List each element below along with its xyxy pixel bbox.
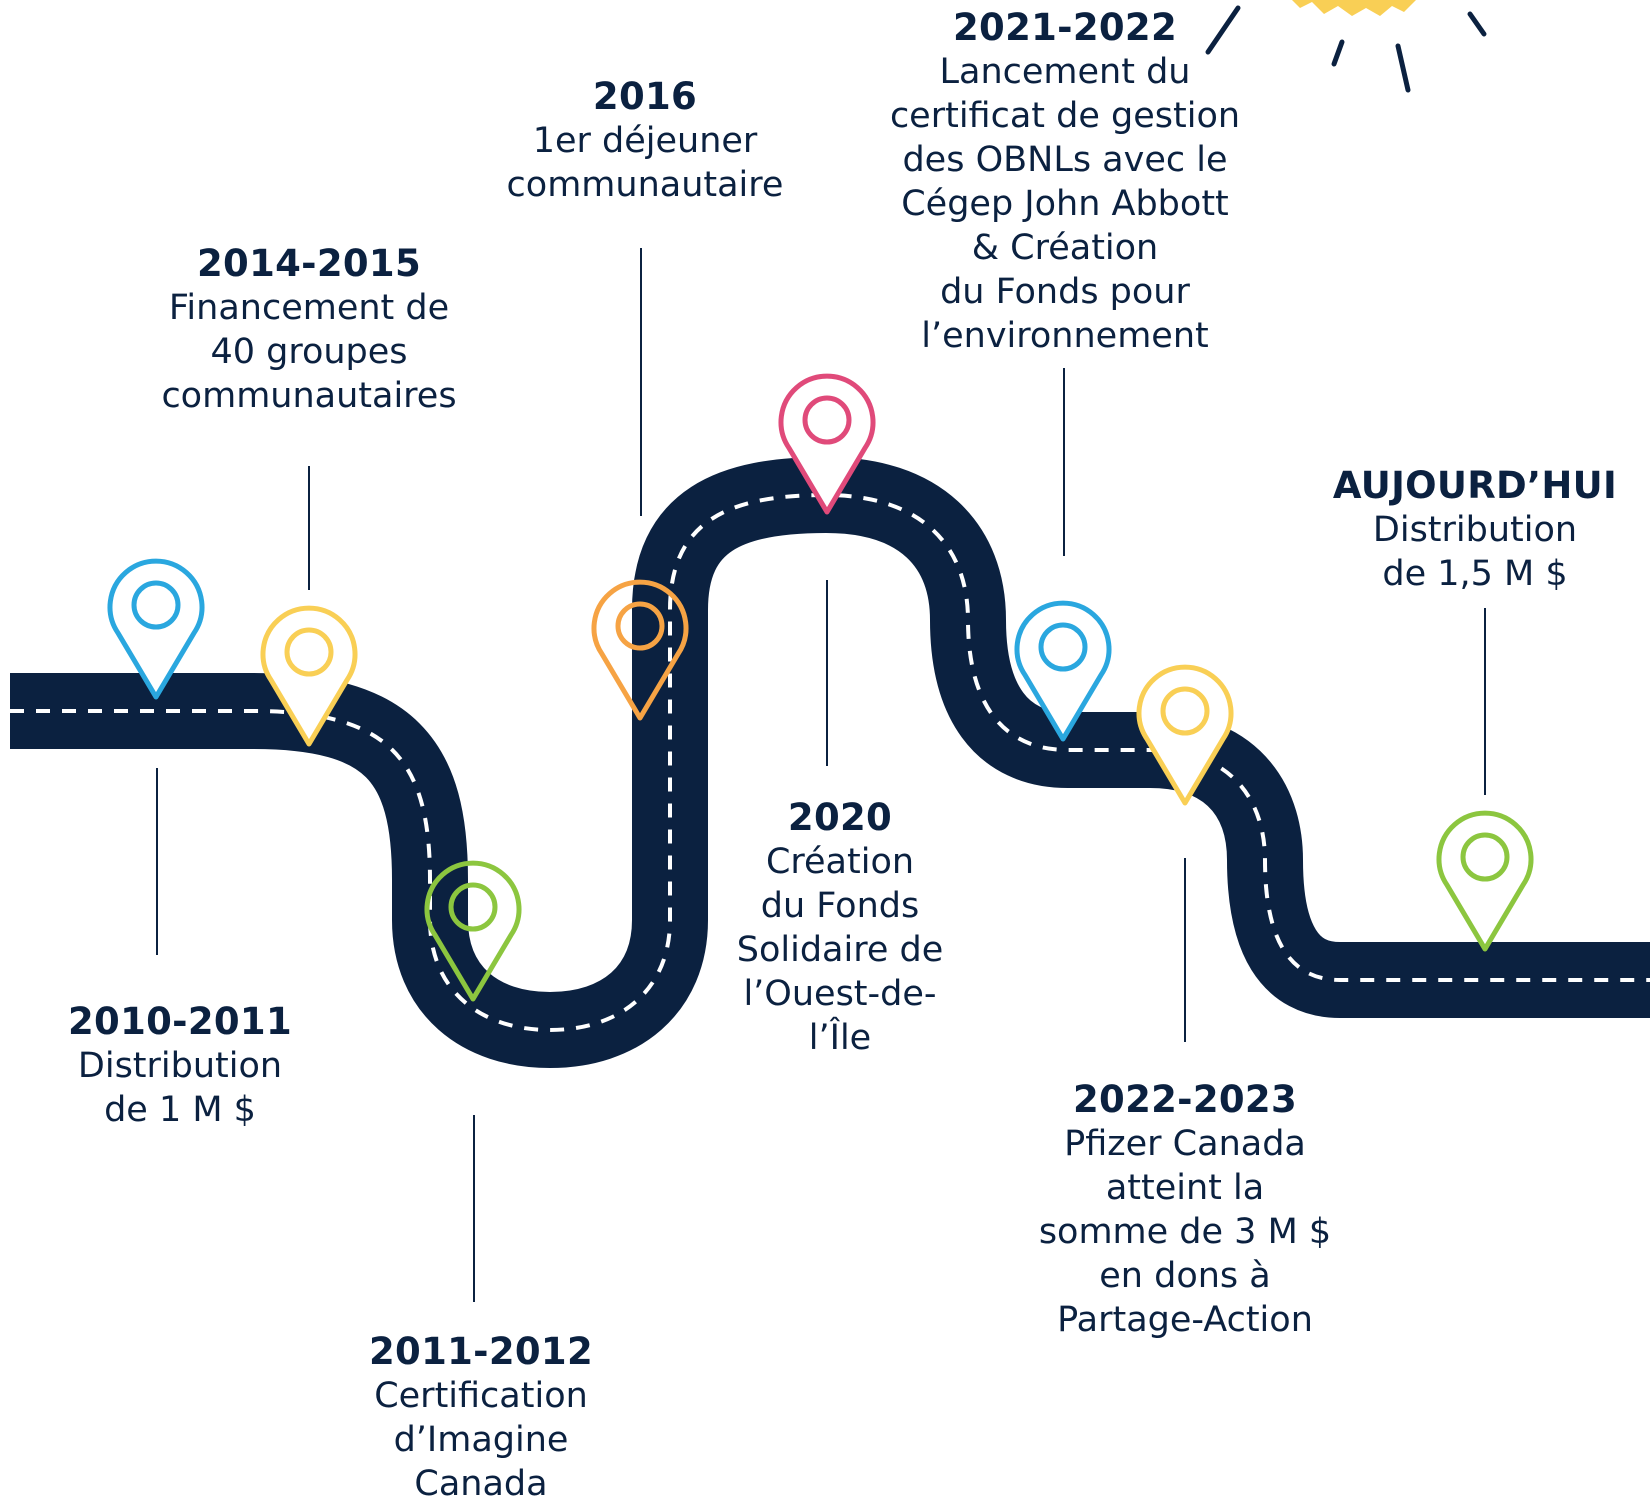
sun-ray: [1205, 5, 1241, 55]
pins: [107, 373, 1534, 1002]
milestone-2016: 2016 1er déjeuner communautaire: [435, 75, 855, 207]
milestone-2022-2023: 2022-2023 Pfizer Canada atteint la somme…: [975, 1078, 1395, 1342]
milestone-description: Distribution de 1 M $: [77, 1046, 283, 1130]
map-pin-icon[interactable]: [107, 558, 205, 700]
milestone-year: 2020: [787, 796, 893, 839]
map-pin-icon[interactable]: [1136, 664, 1234, 806]
milestone-year: AUJOURD’HUI: [1332, 464, 1618, 507]
connectors: [156, 248, 1486, 1302]
map-pin-icon[interactable]: [424, 860, 522, 1002]
sun-ray: [1467, 11, 1487, 37]
milestone-year: 2022-2023: [1072, 1078, 1297, 1121]
sun-icon: [1205, 0, 1487, 93]
milestone-description: Création du Fonds Solidaire de l’Ouest-d…: [736, 842, 944, 1058]
milestone-2014-2015: 2014-2015 Financement de 40 groupes comm…: [99, 242, 519, 418]
road: [10, 457, 1650, 1068]
milestone-2020: 2020 Création du Fonds Solidaire de l’Ou…: [630, 796, 1050, 1060]
map-pin-icon[interactable]: [260, 605, 358, 747]
milestone-2010-2011: 2010-2011 Distribution de 1 M $: [0, 1000, 390, 1132]
milestone-description: Pfizer Canada atteint la somme de 3 M $ …: [1038, 1124, 1332, 1340]
sun-ray: [1331, 39, 1345, 67]
milestone-year: 2010-2011: [67, 1000, 292, 1043]
milestone-year: 2011-2012: [368, 1330, 593, 1373]
milestone-description: Financement de 40 groupes communautaires: [161, 288, 457, 416]
milestone-2021-2022: 2021-2022 Lancement du certificat de ges…: [855, 6, 1275, 358]
milestone-description: 1er déjeuner communautaire: [506, 121, 784, 205]
milestone-description: Certification d’Imagine Canada: [374, 1376, 588, 1504]
milestone-2011-2012: 2011-2012 Certification d’Imagine Canada: [271, 1330, 691, 1506]
road-center-line: [10, 492, 1650, 1033]
sun-body: [1292, 0, 1416, 16]
map-pin-icon[interactable]: [1014, 600, 1112, 742]
milestone-aujourdhui: AUJOURD’HUI Distribution de 1,5 M $: [1265, 464, 1650, 596]
milestone-description: Lancement du certificat de gestion des O…: [889, 52, 1241, 356]
milestone-year: 2021-2022: [952, 6, 1177, 49]
map-pin-icon[interactable]: [1436, 810, 1534, 952]
milestone-description: Distribution de 1,5 M $: [1372, 510, 1578, 594]
milestone-year: 2016: [592, 75, 698, 118]
map-pin-icon[interactable]: [778, 373, 876, 515]
sun-ray: [1395, 43, 1411, 93]
milestone-year: 2014-2015: [196, 242, 421, 285]
map-pin-icon[interactable]: [591, 579, 689, 721]
